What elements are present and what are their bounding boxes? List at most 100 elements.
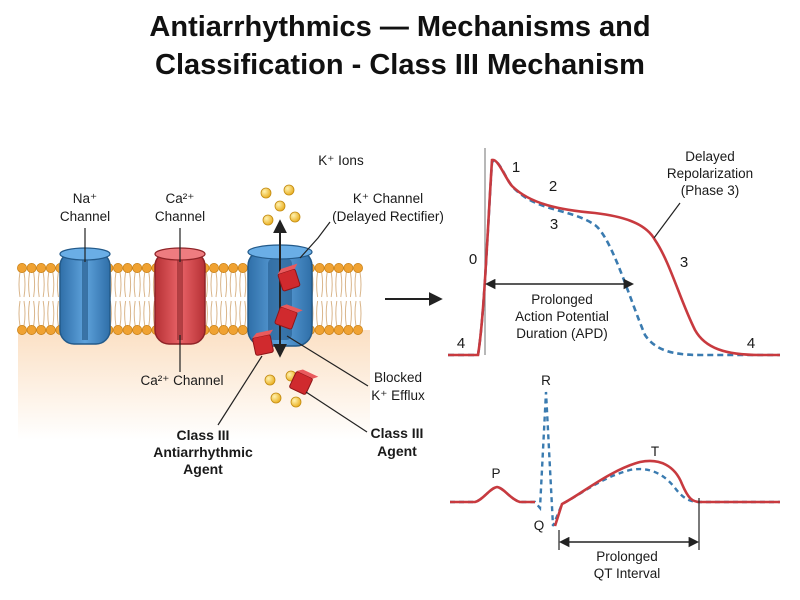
lipid-head — [218, 263, 229, 273]
phase-0-label: 0 — [469, 251, 477, 268]
phase-2-label: 2 — [549, 178, 557, 195]
qt-label-2: QT Interval — [594, 566, 661, 581]
action-potential-graph: 0 1 2 3 3 4 4 Delayed Repolarization (Ph… — [448, 148, 780, 357]
lipid-tail — [133, 271, 136, 298]
lipid-tail — [114, 300, 117, 327]
lipid-head — [26, 325, 37, 335]
lipid-tail — [47, 300, 50, 327]
class3-drug-molecules — [252, 263, 319, 395]
lipid-head — [36, 325, 47, 335]
lipid-head — [237, 325, 248, 335]
ca-channel-lower-label: Ca²⁺ Channel — [141, 373, 224, 388]
lipid-tail — [205, 271, 208, 298]
lipid-tail — [321, 271, 324, 298]
lipid-head — [132, 263, 143, 273]
ecg-normal-trace — [450, 391, 780, 527]
lipid-tail — [28, 271, 31, 298]
lipid-head — [17, 263, 27, 273]
lipid-tail — [143, 271, 146, 298]
lipid-tail — [152, 300, 155, 327]
lipid-head — [237, 263, 248, 273]
lipid-tail — [354, 300, 357, 327]
agent-left-label-1: Class III — [177, 427, 230, 443]
agent-right-label-1: Class III — [371, 425, 424, 441]
ecg-prolonged-trace — [450, 459, 780, 527]
lipid-tail — [23, 271, 26, 298]
lipid-tail — [37, 300, 40, 327]
lipid-tail — [148, 271, 151, 298]
lipid-tail — [42, 271, 45, 298]
lipid-tail — [325, 271, 328, 298]
apd-label-3: Duration (APD) — [516, 326, 608, 341]
lipid-tail — [129, 300, 132, 327]
lipid-tail — [330, 300, 333, 327]
ecg-graph: P Q R T Prolonged QT Interval — [450, 373, 780, 581]
lipid-tail — [138, 300, 141, 327]
lipid-head — [113, 325, 123, 335]
agent-right-label-2: Agent — [377, 443, 417, 459]
delayed-repol-label-2: Repolarization — [667, 166, 753, 181]
ecg-r-label: R — [541, 373, 551, 388]
lipid-tail — [33, 300, 36, 327]
lipid-tail — [340, 300, 343, 327]
k-channel-label-1: K⁺ Channel — [353, 191, 423, 206]
lipid-head — [353, 325, 363, 335]
lipid-head — [218, 325, 229, 335]
lipid-tail — [234, 271, 237, 298]
lipid-tail — [359, 300, 362, 327]
blocked-efflux-label-2: K⁺ Efflux — [371, 388, 425, 403]
lipid-head — [26, 263, 37, 273]
lipid-head — [324, 263, 335, 273]
lipid-tail — [42, 300, 45, 327]
lipid-tail — [215, 300, 218, 327]
lipid-tail — [234, 300, 237, 327]
phase-3-label-b: 3 — [680, 254, 688, 271]
lipid-tail — [354, 271, 357, 298]
title-line-1: Antiarrhythmics — Mechanisms and — [149, 11, 651, 43]
lipid-head — [17, 325, 27, 335]
na-channel-label-2: Channel — [60, 209, 110, 224]
lipid-head — [45, 325, 56, 335]
delayed-repol-leader — [653, 202, 681, 239]
agent-left-label-2: Antiarrhythmic — [153, 444, 253, 460]
lipid-head — [228, 325, 239, 335]
lipid-tail — [330, 271, 333, 298]
lipid-tail — [23, 300, 26, 327]
phase-3-label-a: 3 — [550, 216, 558, 233]
title-line-2: Classification - Class III Mechanism — [155, 49, 645, 81]
lipid-head — [209, 325, 219, 335]
lipid-head — [122, 263, 133, 273]
qt-label-1: Prolonged — [596, 549, 658, 564]
lipid-head — [343, 325, 354, 335]
lipid-head — [333, 325, 344, 335]
lipid-head — [314, 325, 325, 335]
lipid-tail — [119, 300, 122, 327]
ap-normal-trace — [448, 159, 780, 357]
lipid-head — [36, 263, 47, 273]
lipid-head — [333, 263, 344, 273]
lipid-head — [228, 263, 239, 273]
lipid-tail — [335, 300, 338, 327]
ap-prolonged-trace — [448, 158, 780, 357]
lipid-tail — [244, 300, 247, 327]
lipid-tail — [210, 300, 213, 327]
na-channel — [59, 247, 111, 345]
lipid-tail — [335, 271, 338, 298]
lipid-tail — [344, 300, 347, 327]
delayed-repol-label-1: Delayed — [685, 149, 735, 164]
lipid-tail — [325, 300, 328, 327]
lipid-tail — [56, 271, 59, 298]
lipid-tail — [152, 271, 155, 298]
apd-label-1: Prolonged — [531, 292, 593, 307]
apd-label-2: Action Potential — [515, 309, 609, 324]
lipid-tail — [239, 271, 242, 298]
phase-4-label-b: 4 — [747, 335, 755, 352]
k-channel-label-2: (Delayed Rectifier) — [332, 209, 444, 224]
lipid-tail — [215, 271, 218, 298]
lipid-tail — [349, 300, 352, 327]
lipid-tail — [229, 300, 232, 327]
lipid-head — [113, 263, 123, 273]
lipid-tail — [220, 300, 223, 327]
lipid-tail — [129, 271, 132, 298]
k-ions — [260, 184, 302, 408]
